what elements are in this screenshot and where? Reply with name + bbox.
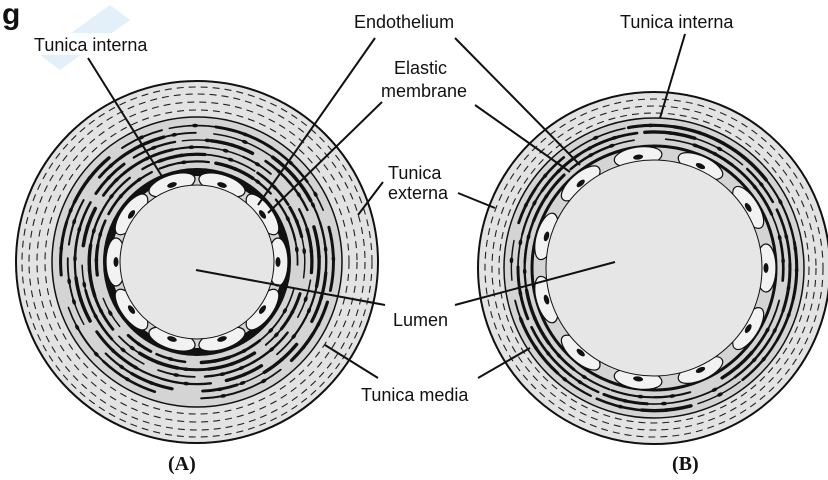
label-tunica-media: Tunica media — [361, 385, 469, 405]
label-tunica-interna-a: Tunica interna — [34, 35, 148, 55]
label-lumen: Lumen — [393, 310, 448, 330]
label-tunica-interna-b: Tunica interna — [620, 12, 734, 32]
lumen-a — [120, 185, 274, 339]
endothelial-nucleus — [276, 257, 281, 267]
label-elastic-line2: membrane — [381, 81, 467, 101]
lumen-b — [546, 160, 762, 376]
label-endothelium: Endothelium — [354, 12, 454, 32]
label-elastic-line1: Elastic — [394, 58, 447, 78]
leader-endothelium-b — [455, 38, 580, 165]
endothelial-nucleus — [114, 257, 119, 267]
caption-a: (A) — [168, 453, 196, 475]
label-externa-line2: externa — [388, 183, 449, 203]
label-externa-line1: Tunica — [388, 163, 442, 183]
heading-fragment: g — [2, 0, 20, 31]
leader-externa-b — [458, 193, 495, 208]
endothelial-nucleus — [764, 263, 769, 273]
artery-cross-section — [16, 81, 378, 443]
caption-b: (B) — [672, 453, 699, 475]
